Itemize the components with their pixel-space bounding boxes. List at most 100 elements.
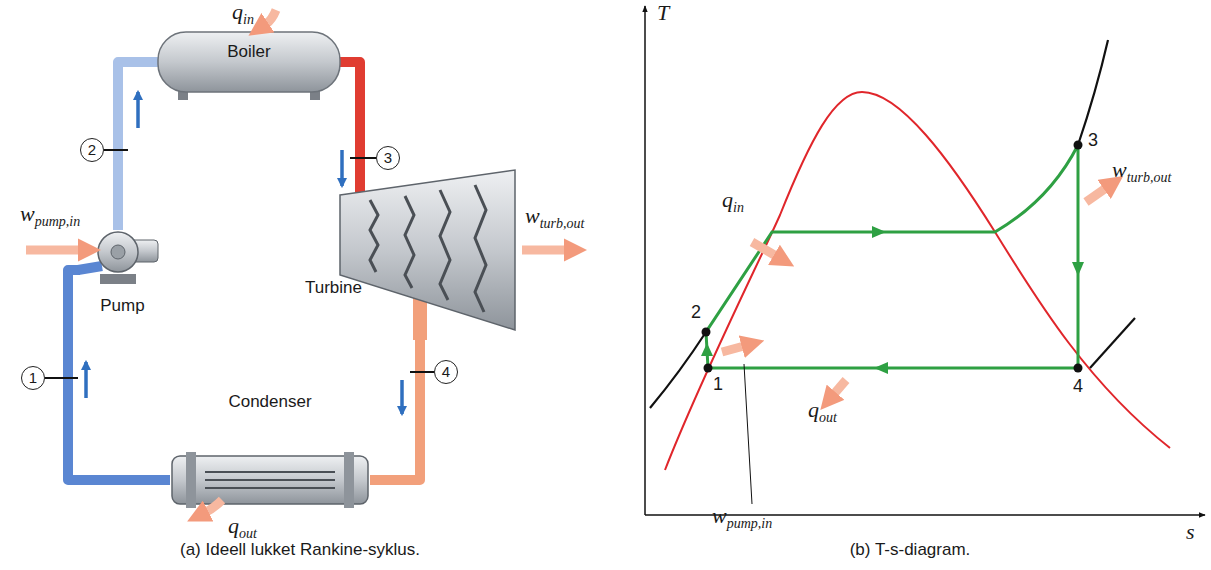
state-point (1074, 141, 1083, 150)
turbine-drawing (405, 196, 414, 288)
pipe (370, 337, 420, 480)
work-label: wturb,out (1112, 160, 1171, 183)
sub-caption: (a) Ideell lukket Rankine-syklus. (180, 540, 420, 560)
condenser-component: Condenser (170, 390, 370, 508)
turbine-component: Turbine (305, 192, 520, 337)
state-point (704, 364, 713, 373)
pump-drawing (78, 232, 158, 284)
symbol: q (808, 397, 819, 422)
subscript: in (243, 12, 254, 27)
isobar (1090, 318, 1135, 368)
energy-arrow (752, 242, 776, 256)
state-point (702, 328, 711, 337)
pipe (340, 62, 360, 192)
work-label: wpump,in (712, 506, 772, 529)
callout-number: 2 (80, 138, 104, 162)
state-tick (350, 157, 376, 159)
symbol: q (228, 513, 239, 538)
energy-arrow (1086, 188, 1106, 202)
state-tick (410, 371, 434, 373)
component-name: Condenser (228, 392, 311, 412)
pump-component: Pump (80, 230, 165, 322)
condenser-drawing (172, 452, 368, 508)
flow-arrow (340, 150, 344, 186)
subscript: turb,out (540, 216, 585, 231)
pipe (68, 270, 170, 480)
condenser-drawing (172, 456, 368, 504)
axis (645, 514, 1205, 516)
heat-label: qin (722, 190, 744, 213)
condenser-drawing (205, 471, 335, 473)
isobar (650, 332, 706, 408)
subscript: out (239, 526, 257, 541)
condenser-drawing (186, 452, 196, 508)
work-label: wpump,in (20, 204, 80, 227)
energy-arrow (26, 10, 566, 512)
heat-label: qout (228, 516, 257, 539)
flow-arrow (136, 92, 140, 128)
cycle-arrowhead (1072, 262, 1084, 276)
pump-drawing (111, 245, 125, 259)
component-name: Turbine (305, 278, 362, 298)
energy-arrow (722, 346, 744, 352)
cycle-path (706, 145, 1078, 368)
subscript: pump,in (727, 516, 773, 531)
energy-arrow (206, 500, 222, 512)
energy-arrow (266, 10, 276, 24)
turbine-drawing (475, 185, 486, 312)
state-number: 3 (1087, 130, 1099, 150)
subscript: in (733, 200, 744, 215)
component-name: Boiler (227, 42, 270, 62)
boiler-component: Boiler (158, 28, 340, 100)
sub-caption: (b) T-s-diagram. (850, 540, 971, 560)
isobar (650, 40, 1135, 408)
callout-number: 3 (376, 146, 400, 170)
cycle-arrowhead (874, 362, 888, 374)
turbine-drawing (370, 200, 378, 272)
cycle-arrowhead (872, 226, 886, 238)
state-tick (45, 377, 78, 379)
state-point (1074, 364, 1083, 373)
energy-arrow (834, 380, 846, 394)
boiler-drawing (158, 32, 340, 100)
state-tick (104, 149, 128, 151)
flow-arrow (400, 380, 404, 414)
callout-number: 4 (434, 360, 458, 384)
symbol: q (232, 0, 243, 24)
turbine-drawing (340, 170, 515, 330)
symbol: w (1112, 157, 1127, 182)
component-name: Pump (100, 296, 144, 316)
state-number: 1 (712, 374, 724, 394)
callout-number: 1 (21, 366, 45, 390)
pump-drawing (98, 232, 138, 272)
turbine-drawing (440, 190, 450, 300)
condenser-drawing (205, 487, 335, 489)
boiler-drawing (158, 32, 340, 92)
symbol: w (20, 201, 35, 226)
saturation-dome (665, 92, 1170, 470)
cycle-arrowhead (701, 343, 713, 356)
axis-label: s (1186, 522, 1195, 542)
axis-label: T (657, 3, 669, 23)
flow-arrow (84, 362, 88, 398)
symbol: w (712, 503, 727, 528)
pump-drawing (100, 274, 136, 284)
axis (645, 6, 1205, 515)
turbine-drawing (340, 170, 515, 340)
leader-line (744, 364, 752, 504)
state-tick (45, 150, 434, 378)
subscript: out (819, 410, 837, 425)
symbol: w (525, 203, 540, 228)
pipe (118, 62, 158, 230)
subscript: pump,in (35, 214, 81, 229)
condenser-drawing (205, 479, 335, 481)
cycle-arrowhead (701, 226, 1084, 374)
heat-label: qout (808, 400, 837, 423)
state-point (702, 141, 1083, 373)
flow-arrow (86, 92, 402, 414)
state-number: 2 (690, 302, 702, 322)
